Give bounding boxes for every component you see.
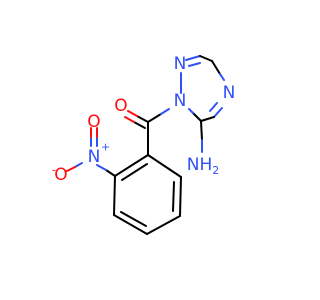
bond: [147, 113, 162, 123]
bond: [105, 169, 116, 177]
carbonyl-group: [124, 108, 170, 156]
carbonyl-oxygen-label: O: [114, 96, 127, 116]
bond: [213, 107, 223, 118]
bond: [209, 102, 218, 112]
bond: [188, 62, 201, 67]
triazole-ring: [180, 55, 225, 153]
bond: [66, 166, 76, 172]
bond: [219, 73, 225, 81]
nitro-oxygen-top-label: O: [87, 112, 100, 132]
nitro-group: [66, 127, 116, 177]
bond: [113, 214, 148, 235]
triazole-n2-label: N: [174, 54, 187, 74]
bond: [211, 60, 221, 75]
bond: [200, 116, 215, 122]
bond: [124, 116, 135, 123]
bond: [179, 176, 182, 217]
bond: [136, 115, 149, 123]
bond: [121, 163, 148, 181]
bond: [127, 110, 138, 117]
bond: [96, 164, 107, 171]
amine-nh-text: NH: [187, 155, 213, 175]
amine-label: NH2: [187, 155, 220, 177]
bond: [188, 108, 194, 114]
bond: [113, 175, 116, 216]
nitro-nitrogen-charge: +: [101, 141, 110, 154]
bond: [74, 162, 83, 168]
bond: [200, 120, 203, 141]
nitro-nitrogen-label: N: [88, 147, 101, 167]
bond: [147, 154, 182, 178]
bond: [133, 121, 146, 129]
bond: [120, 211, 147, 227]
bond: [114, 154, 149, 177]
bond: [160, 108, 170, 115]
bond: [185, 55, 201, 61]
triazole-n4-label: N: [223, 83, 236, 103]
triazole-n1-label: N: [174, 91, 187, 111]
amine-subscript: 2: [212, 164, 219, 177]
benzene-ring: [113, 154, 182, 235]
nitro-oxygen-charge: -: [52, 164, 56, 177]
bond: [199, 55, 213, 62]
molecule-structure: O N N N NH2 N + O O -: [52, 54, 236, 235]
bond: [172, 181, 175, 212]
bond: [192, 112, 202, 122]
nitro-oxygen-left-label: O: [54, 165, 67, 185]
bond: [146, 215, 181, 235]
